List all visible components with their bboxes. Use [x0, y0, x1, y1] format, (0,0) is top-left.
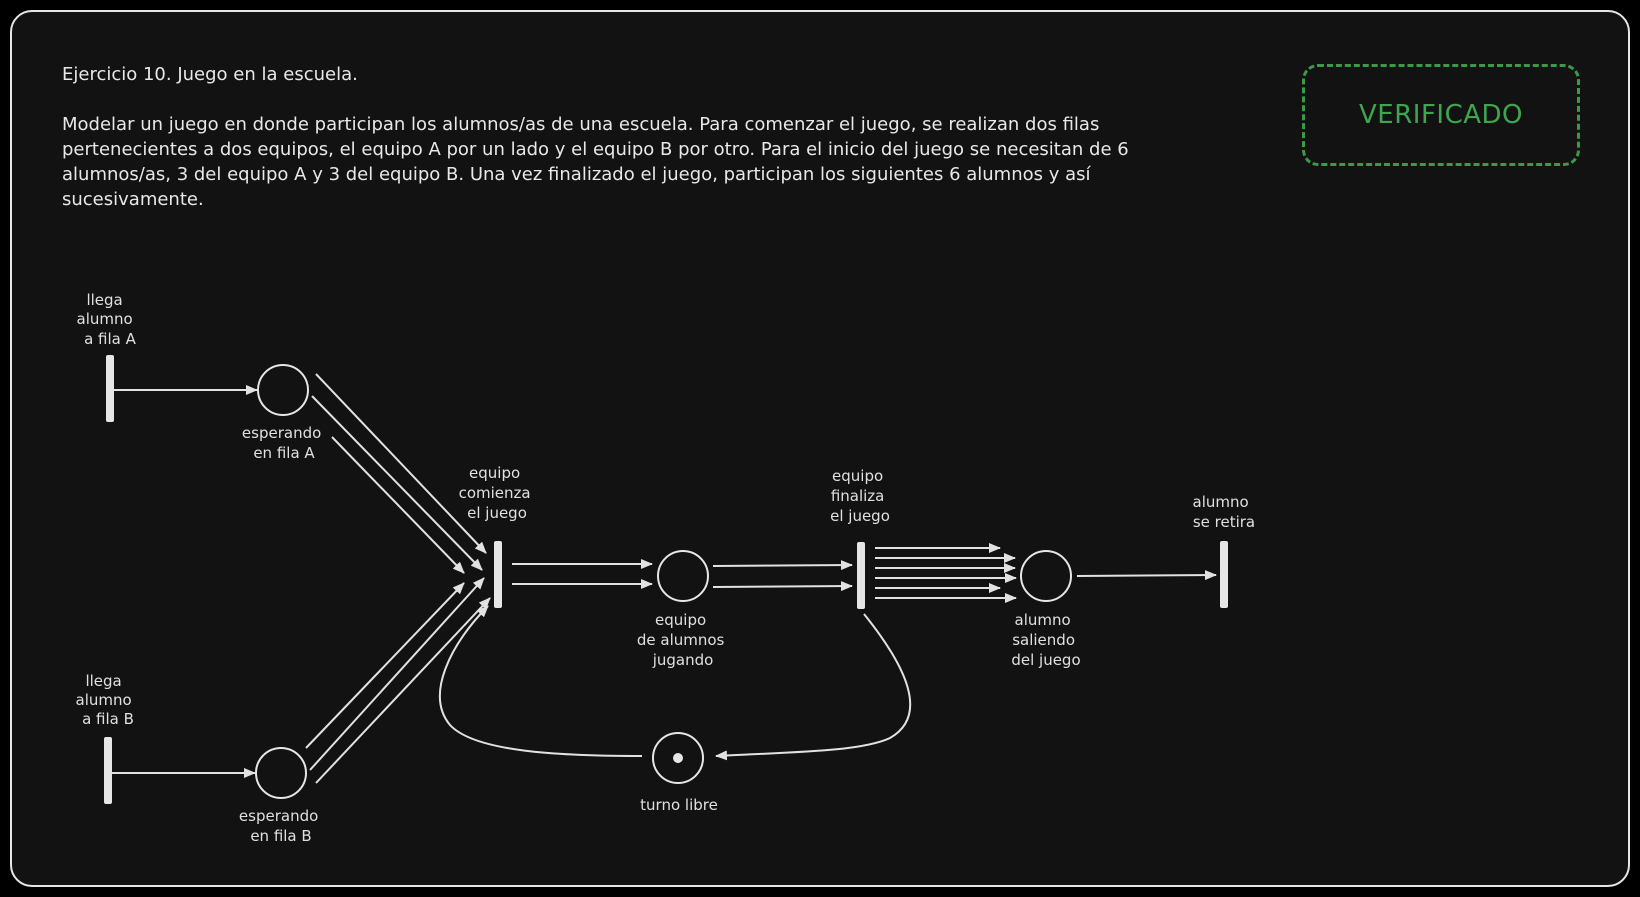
arcs: [112, 373, 1217, 784]
label-equipo-jugando: equipo de alumnos jugando: [637, 611, 729, 669]
arc-finaliza-to-turno: [715, 613, 912, 761]
arc-jugando-to-finaliza: [712, 560, 853, 571]
transition-llega-fila-b: [104, 737, 112, 804]
label-llega-fila-b: llega alumno a fila B: [76, 672, 137, 728]
label-esperando-fila-a: esperando en fila A: [242, 424, 326, 462]
place-esperando-fila-b: [255, 747, 307, 799]
label-finaliza-juego: equipo finaliza el juego: [830, 467, 890, 525]
arc-saliendo-to-retira: [1076, 570, 1217, 581]
label-llega-fila-a: llega alumno a fila A: [77, 291, 138, 348]
arc-jugando-to-finaliza: [712, 581, 853, 592]
verified-stamp: VERIFICADO: [1302, 64, 1580, 166]
exercise-title: Ejercicio 10. Juego en la escuela.: [62, 64, 358, 85]
transition-llega-fila-a: [106, 355, 114, 422]
arc-fila-a-to-comienza: [331, 436, 465, 574]
label-alumno-saliendo: alumno saliendo del juego: [1011, 611, 1080, 669]
arc-fila-b-to-comienza: [315, 597, 491, 784]
transition-finaliza-juego: [857, 542, 865, 609]
label-turno-libre: turno libre: [640, 796, 718, 814]
transition-alumno-se-retira: [1220, 541, 1228, 608]
label-esperando-fila-b: esperando en fila B: [239, 807, 323, 845]
transition-comienza-juego: [494, 541, 502, 608]
place-alumno-saliendo: [1020, 550, 1072, 602]
exercise-statement: Modelar un juego en donde participan los…: [62, 114, 1129, 210]
place-equipo-jugando: [657, 550, 709, 602]
place-esperando-fila-a: [257, 364, 309, 416]
token-turno-libre: [673, 753, 683, 763]
arc-fila-b-to-comienza: [305, 582, 465, 749]
label-comienza-juego: equipo comienza el juego: [459, 464, 536, 522]
arc-fila-b-to-comienza: [309, 577, 485, 771]
arc-turno-to-comienza: [439, 605, 643, 757]
canvas-frame: [10, 10, 1630, 887]
label-alumno-se-retira: alumno se retira: [1193, 493, 1256, 531]
arc-fila-a-to-comienza: [311, 395, 483, 571]
arc-fila-a-to-comienza: [315, 373, 487, 554]
